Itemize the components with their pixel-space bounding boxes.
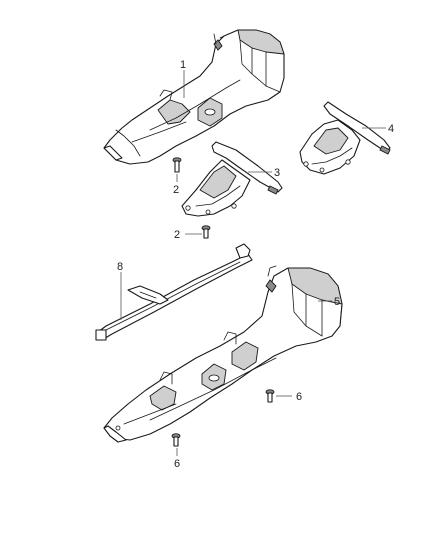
callout-5: 5	[334, 296, 340, 308]
callout-6-right: 6	[296, 391, 302, 403]
bracket-crossmember-middle	[181, 141, 283, 217]
bolt-lower-right	[265, 389, 275, 403]
callout-1: 1	[180, 59, 186, 71]
skid-plate-lower	[103, 265, 343, 443]
callout-3: 3	[274, 167, 280, 179]
callout-8: 8	[117, 261, 123, 273]
callout-labels: 1 2 2 3 4 5 6 6 8	[117, 59, 394, 470]
skid-plate-upper	[103, 29, 285, 165]
bolt-lower-left	[171, 433, 181, 447]
callout-2-middle: 2	[174, 229, 180, 241]
bolt-upper	[172, 157, 182, 173]
callout-2-upper: 2	[173, 184, 179, 196]
callout-6-lower: 6	[174, 458, 180, 470]
cross-bar	[95, 243, 253, 341]
bolt-middle	[201, 225, 211, 239]
bracket-crossmember-right	[299, 101, 391, 175]
leader-lines	[120, 70, 386, 456]
callout-4: 4	[388, 123, 394, 135]
